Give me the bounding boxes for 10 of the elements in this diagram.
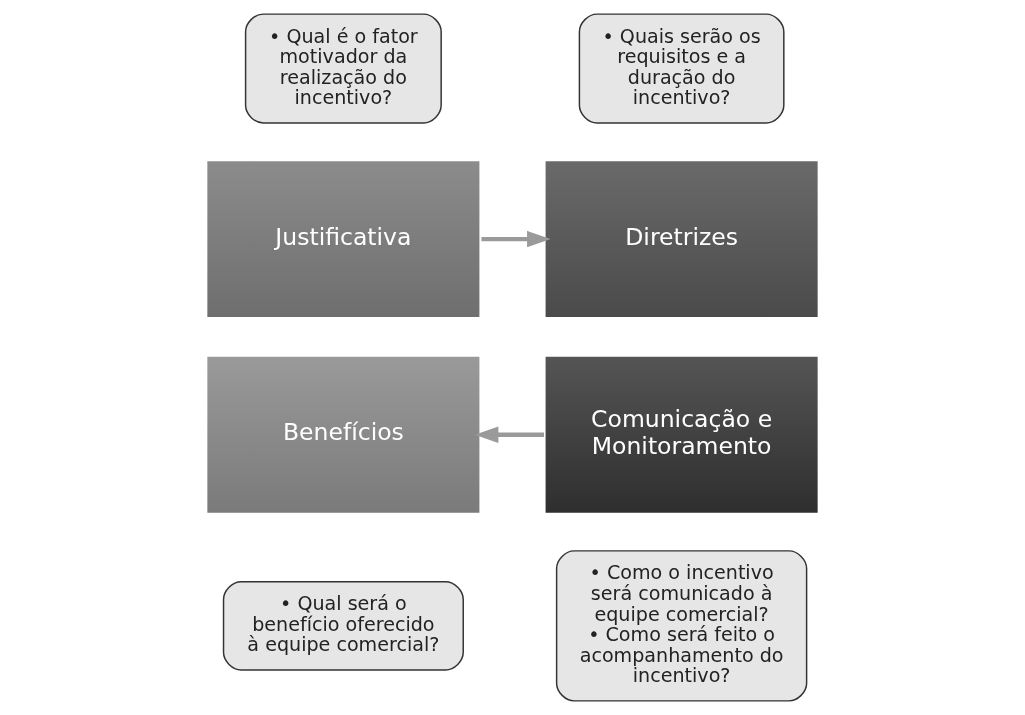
arrow — [474, 426, 544, 443]
node-box: Benefícios — [204, 353, 483, 516]
node-box: Diretrizes — [542, 158, 821, 320]
node-box: • Quais serão os requisitos e a duração do incentivo? — [578, 13, 785, 124]
node-box: • Qual será o benefício oferecido à equipe comercial? — [222, 581, 464, 671]
node-box: Justificativa — [204, 158, 483, 320]
arrow — [481, 230, 551, 248]
node-box: • Como o incentivo será comunicado à equipe comercial? • Como será feito o acompanhamento do incentivo? — [555, 550, 808, 702]
node-box: • Qual é o fator motivador da realização do incentivo? — [244, 13, 442, 124]
node-box: Comunicação e Monitoramento — [542, 353, 821, 516]
